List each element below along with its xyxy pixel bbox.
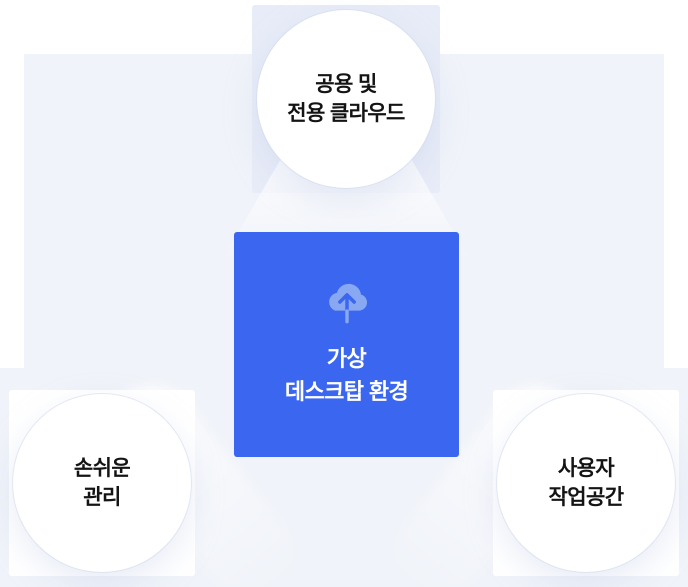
cloud-upload-icon <box>324 281 370 329</box>
node-label-line: 관리 <box>83 486 121 509</box>
node-circle-cloud: 공용 및 전용 클라우드 <box>257 10 435 188</box>
node-label-line: 공용 및 <box>315 73 377 96</box>
node-circle-workspace: 사용자 작업공간 <box>497 394 675 572</box>
node-circle-management: 손쉬운 관리 <box>13 394 191 572</box>
center-box-title-line: 가상 <box>326 346 367 371</box>
center-box-title-line: 데스크탑 환경 <box>284 379 409 404</box>
node-label-line: 손쉬운 <box>73 457 131 480</box>
node-label-line: 전용 클라우드 <box>287 102 405 125</box>
node-label-line: 작업공간 <box>548 486 624 509</box>
center-box-virtual-desktop: 가상 데스크탑 환경 <box>234 232 459 457</box>
node-label-line: 사용자 <box>557 457 615 480</box>
